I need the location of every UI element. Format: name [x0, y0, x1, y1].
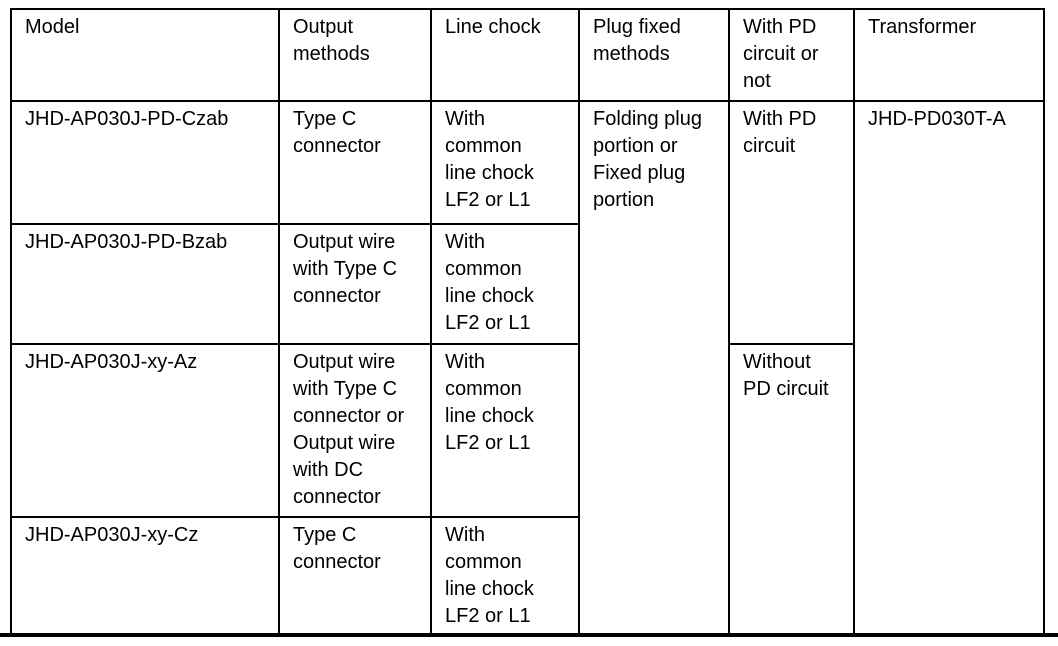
product-spec-table: Model Output methods Line chock Plug fix…	[10, 8, 1045, 637]
cell-plug-fixed: Folding plug portion or Fixed plug porti…	[578, 100, 730, 637]
cell-chock-3: With common line chock LF2 or L1	[430, 343, 580, 518]
header-line-chock: Line chock	[430, 8, 580, 102]
cell-chock-2: With common line chock LF2 or L1	[430, 223, 580, 345]
header-row: Model Output methods Line chock Plug fix…	[10, 8, 1045, 102]
cell-model-1: JHD-AP030J-PD-Czab	[10, 100, 280, 225]
header-output-methods: Output methods	[278, 8, 432, 102]
cell-model-4: JHD-AP030J-xy-Cz	[10, 516, 280, 637]
table-row-3: JHD-AP030J-xy-Az Output wire with Type C…	[10, 343, 1044, 637]
table-row-4: JHD-AP030J-xy-Cz Type C connector With c…	[10, 516, 1044, 637]
cell-with-pd-circuit: With PD circuit	[728, 100, 855, 345]
cell-output-3: Output wire with Type C connector or Out…	[278, 343, 432, 518]
cell-model-3: JHD-AP030J-xy-Az	[10, 343, 280, 518]
cell-output-2: Output wire with Type C connector	[278, 223, 432, 345]
cell-chock-1: With common line chock LF2 or L1	[430, 100, 580, 225]
cell-chock-4: With common line chock LF2 or L1	[430, 516, 580, 637]
bottom-rule	[0, 633, 1058, 637]
cell-model-2: JHD-AP030J-PD-Bzab	[10, 223, 280, 345]
header-plug-fixed-methods: Plug fixed methods	[578, 8, 730, 102]
table-row-2: JHD-AP030J-PD-Bzab Output wire with Type…	[10, 223, 1044, 345]
cell-without-pd-circuit: Without PD circuit	[728, 343, 855, 637]
cell-transformer: JHD-PD030T-A	[853, 100, 1045, 637]
cell-output-4: Type C connector	[278, 516, 432, 637]
header-pd-circuit: With PD circuit or not	[728, 8, 855, 102]
cell-output-1: Type C connector	[278, 100, 432, 225]
header-model: Model	[10, 8, 280, 102]
table-row-1: JHD-AP030J-PD-Czab Type C connector With…	[10, 100, 1045, 637]
header-transformer: Transformer	[853, 8, 1045, 102]
